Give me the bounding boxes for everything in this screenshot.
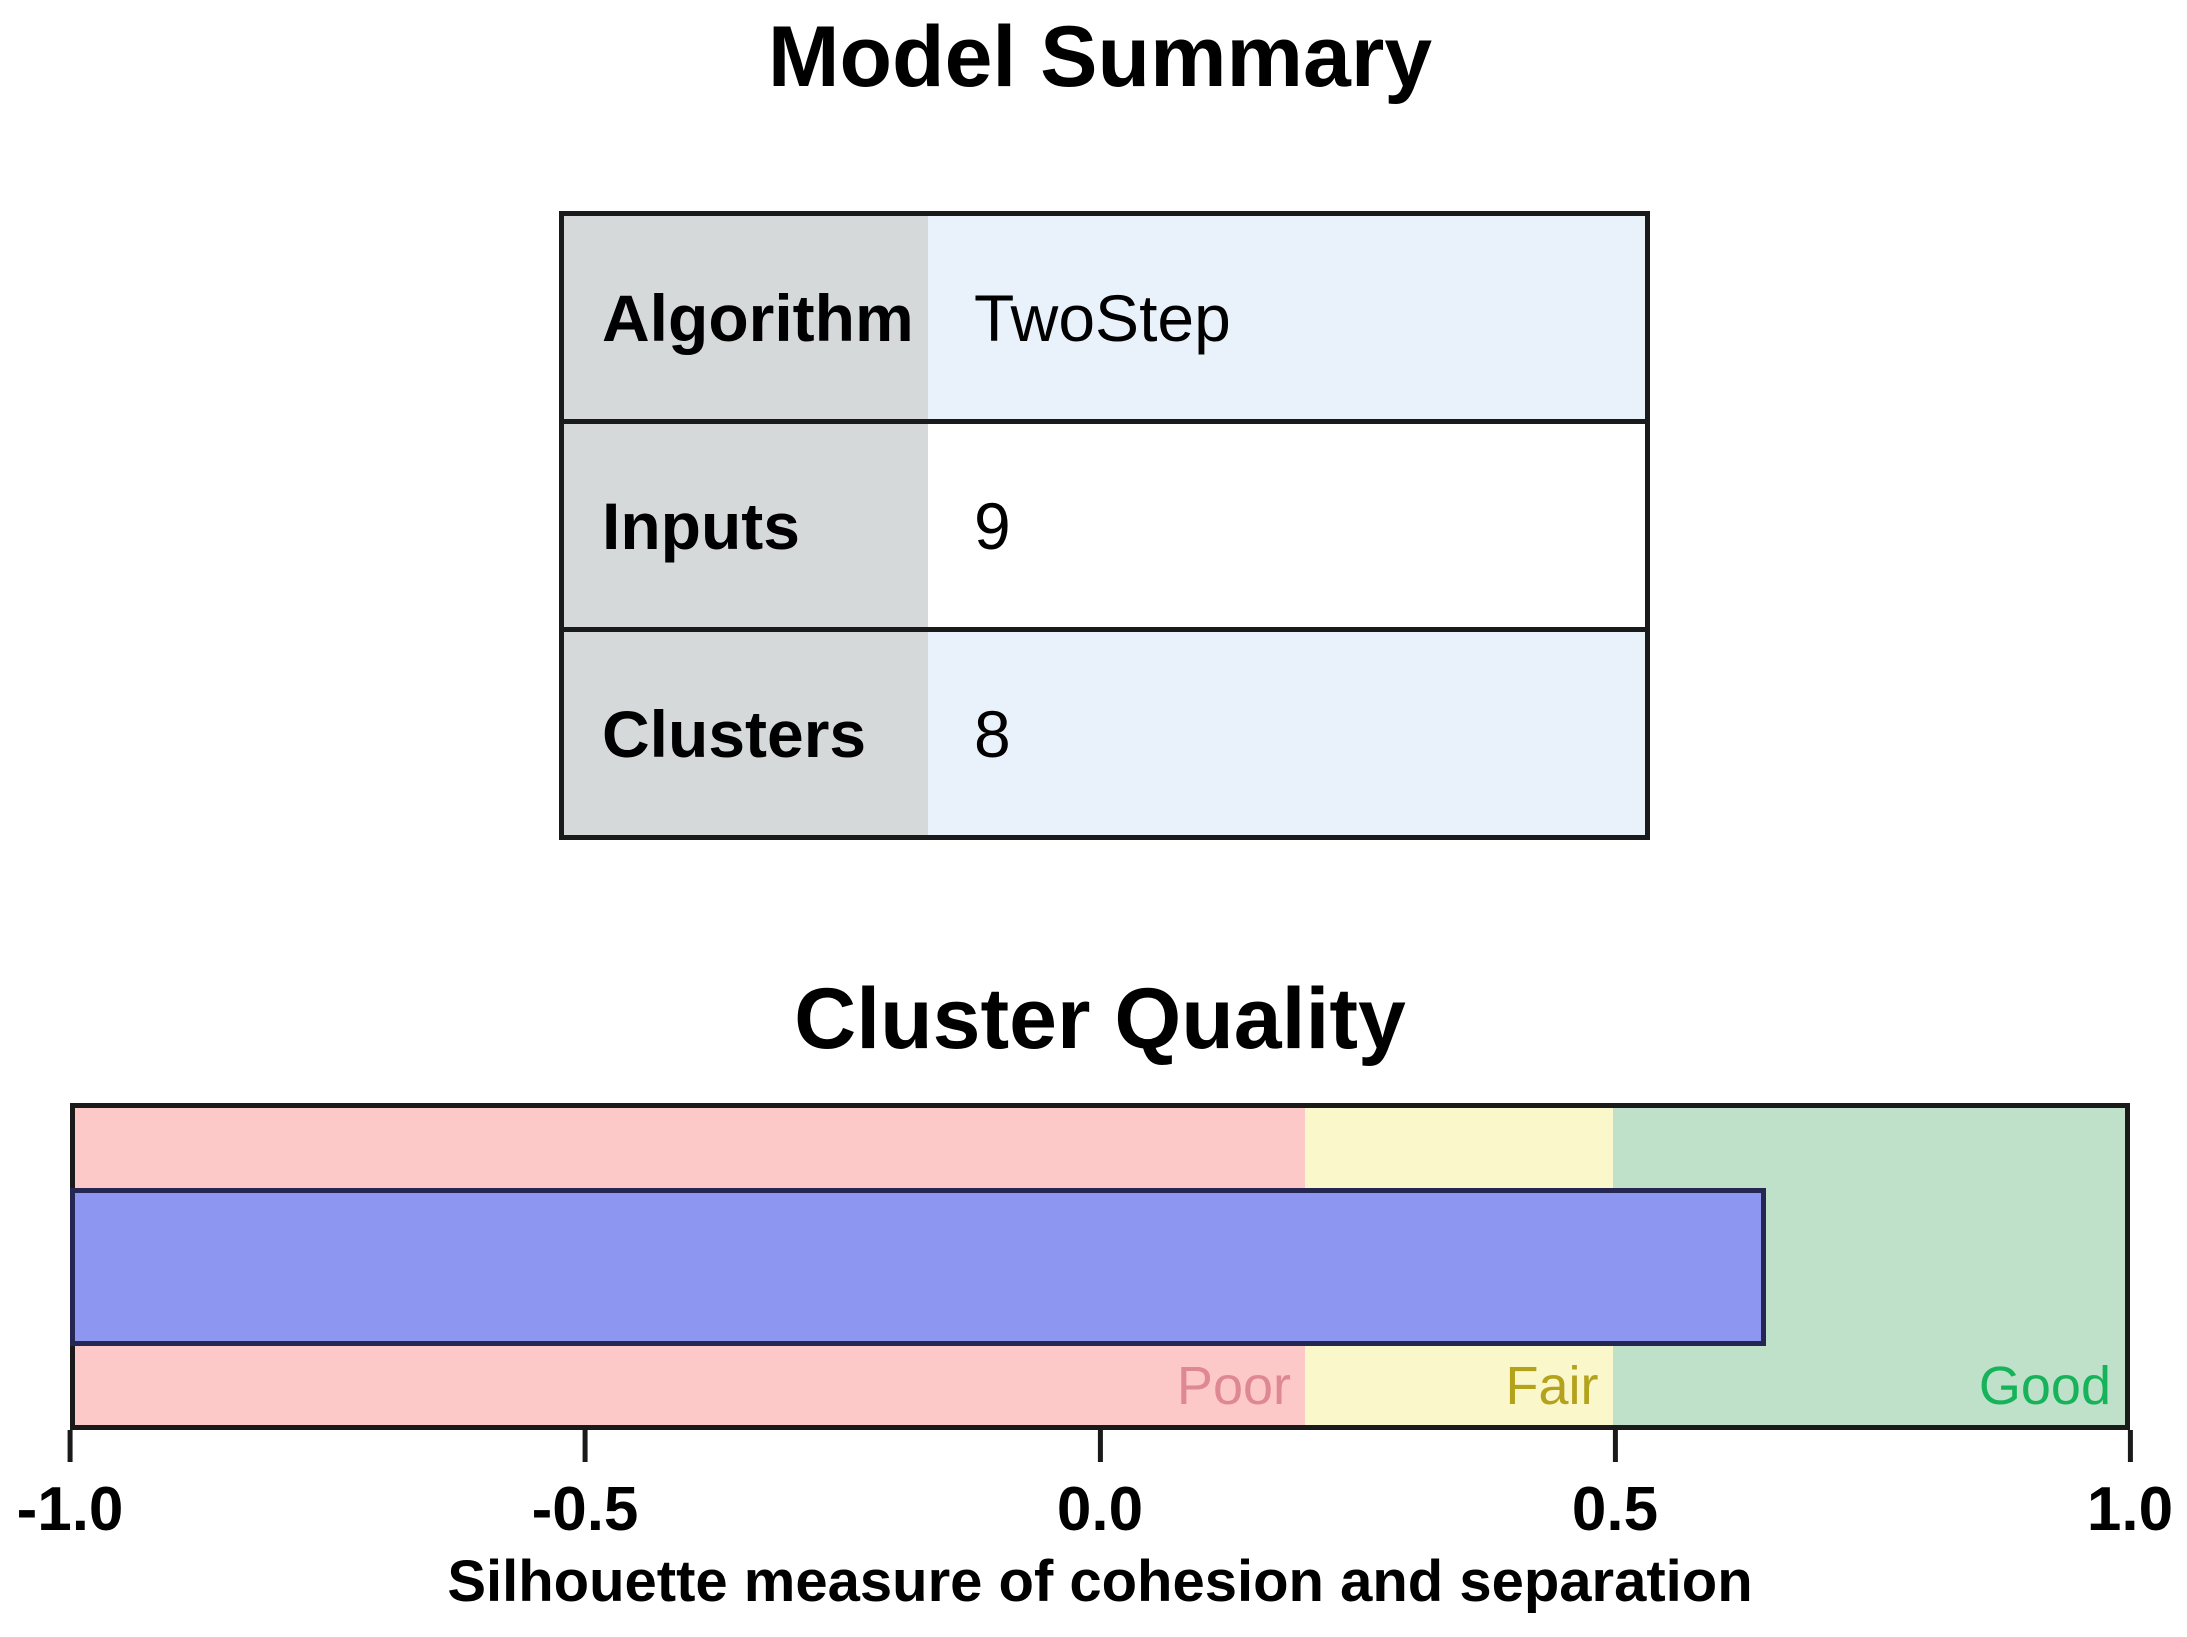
zone-label-poor: Poor (1176, 1356, 1291, 1416)
tick-mark (67, 1430, 73, 1462)
row-label-clusters: Clusters (564, 632, 928, 835)
row-value-algorithm: TwoStep (928, 216, 1645, 419)
model-summary-table: Algorithm TwoStep Inputs 9 Clusters 8 (559, 211, 1650, 840)
x-axis-title: Silhouette measure of cohesion and separ… (447, 1549, 1753, 1614)
tick-label: 1.0 (2086, 1475, 2174, 1544)
x-tick: 1.0 (2087, 1430, 2173, 1545)
tick-mark (1097, 1430, 1103, 1462)
cluster-quality-chart: Poor Fair Good (70, 1103, 2130, 1430)
row-value-clusters: 8 (928, 632, 1645, 835)
x-tick: -0.5 (531, 1430, 639, 1545)
tick-mark (582, 1430, 588, 1462)
tick-label: 0.5 (1571, 1475, 1659, 1544)
zone-label-fair: Fair (1505, 1356, 1599, 1416)
cluster-quality-title: Cluster Quality (794, 971, 1406, 1067)
x-tick: 0.5 (1572, 1430, 1658, 1545)
x-tick: -1.0 (16, 1430, 124, 1545)
tick-mark (1612, 1430, 1618, 1462)
zone-label-good: Good (1978, 1356, 2111, 1416)
x-axis: -1.0 -0.5 0.0 0.5 1.0 (17, 1430, 2173, 1550)
table-row: Algorithm TwoStep (564, 216, 1645, 424)
row-label-inputs: Inputs (564, 424, 928, 627)
tick-label: -1.0 (16, 1475, 124, 1544)
table-row: Clusters 8 (564, 632, 1645, 835)
tick-label: -0.5 (531, 1475, 639, 1544)
row-label-algorithm: Algorithm (564, 216, 928, 419)
chart-plot-area: Poor Fair Good (70, 1108, 2125, 1425)
row-value-inputs: 9 (928, 424, 1645, 627)
tick-mark (2127, 1430, 2133, 1462)
tick-label: 0.0 (1056, 1475, 1144, 1544)
x-tick: 0.0 (1057, 1430, 1143, 1545)
table-row: Inputs 9 (564, 424, 1645, 632)
model-summary-title: Model Summary (767, 9, 1433, 105)
silhouette-bar (70, 1188, 1767, 1346)
